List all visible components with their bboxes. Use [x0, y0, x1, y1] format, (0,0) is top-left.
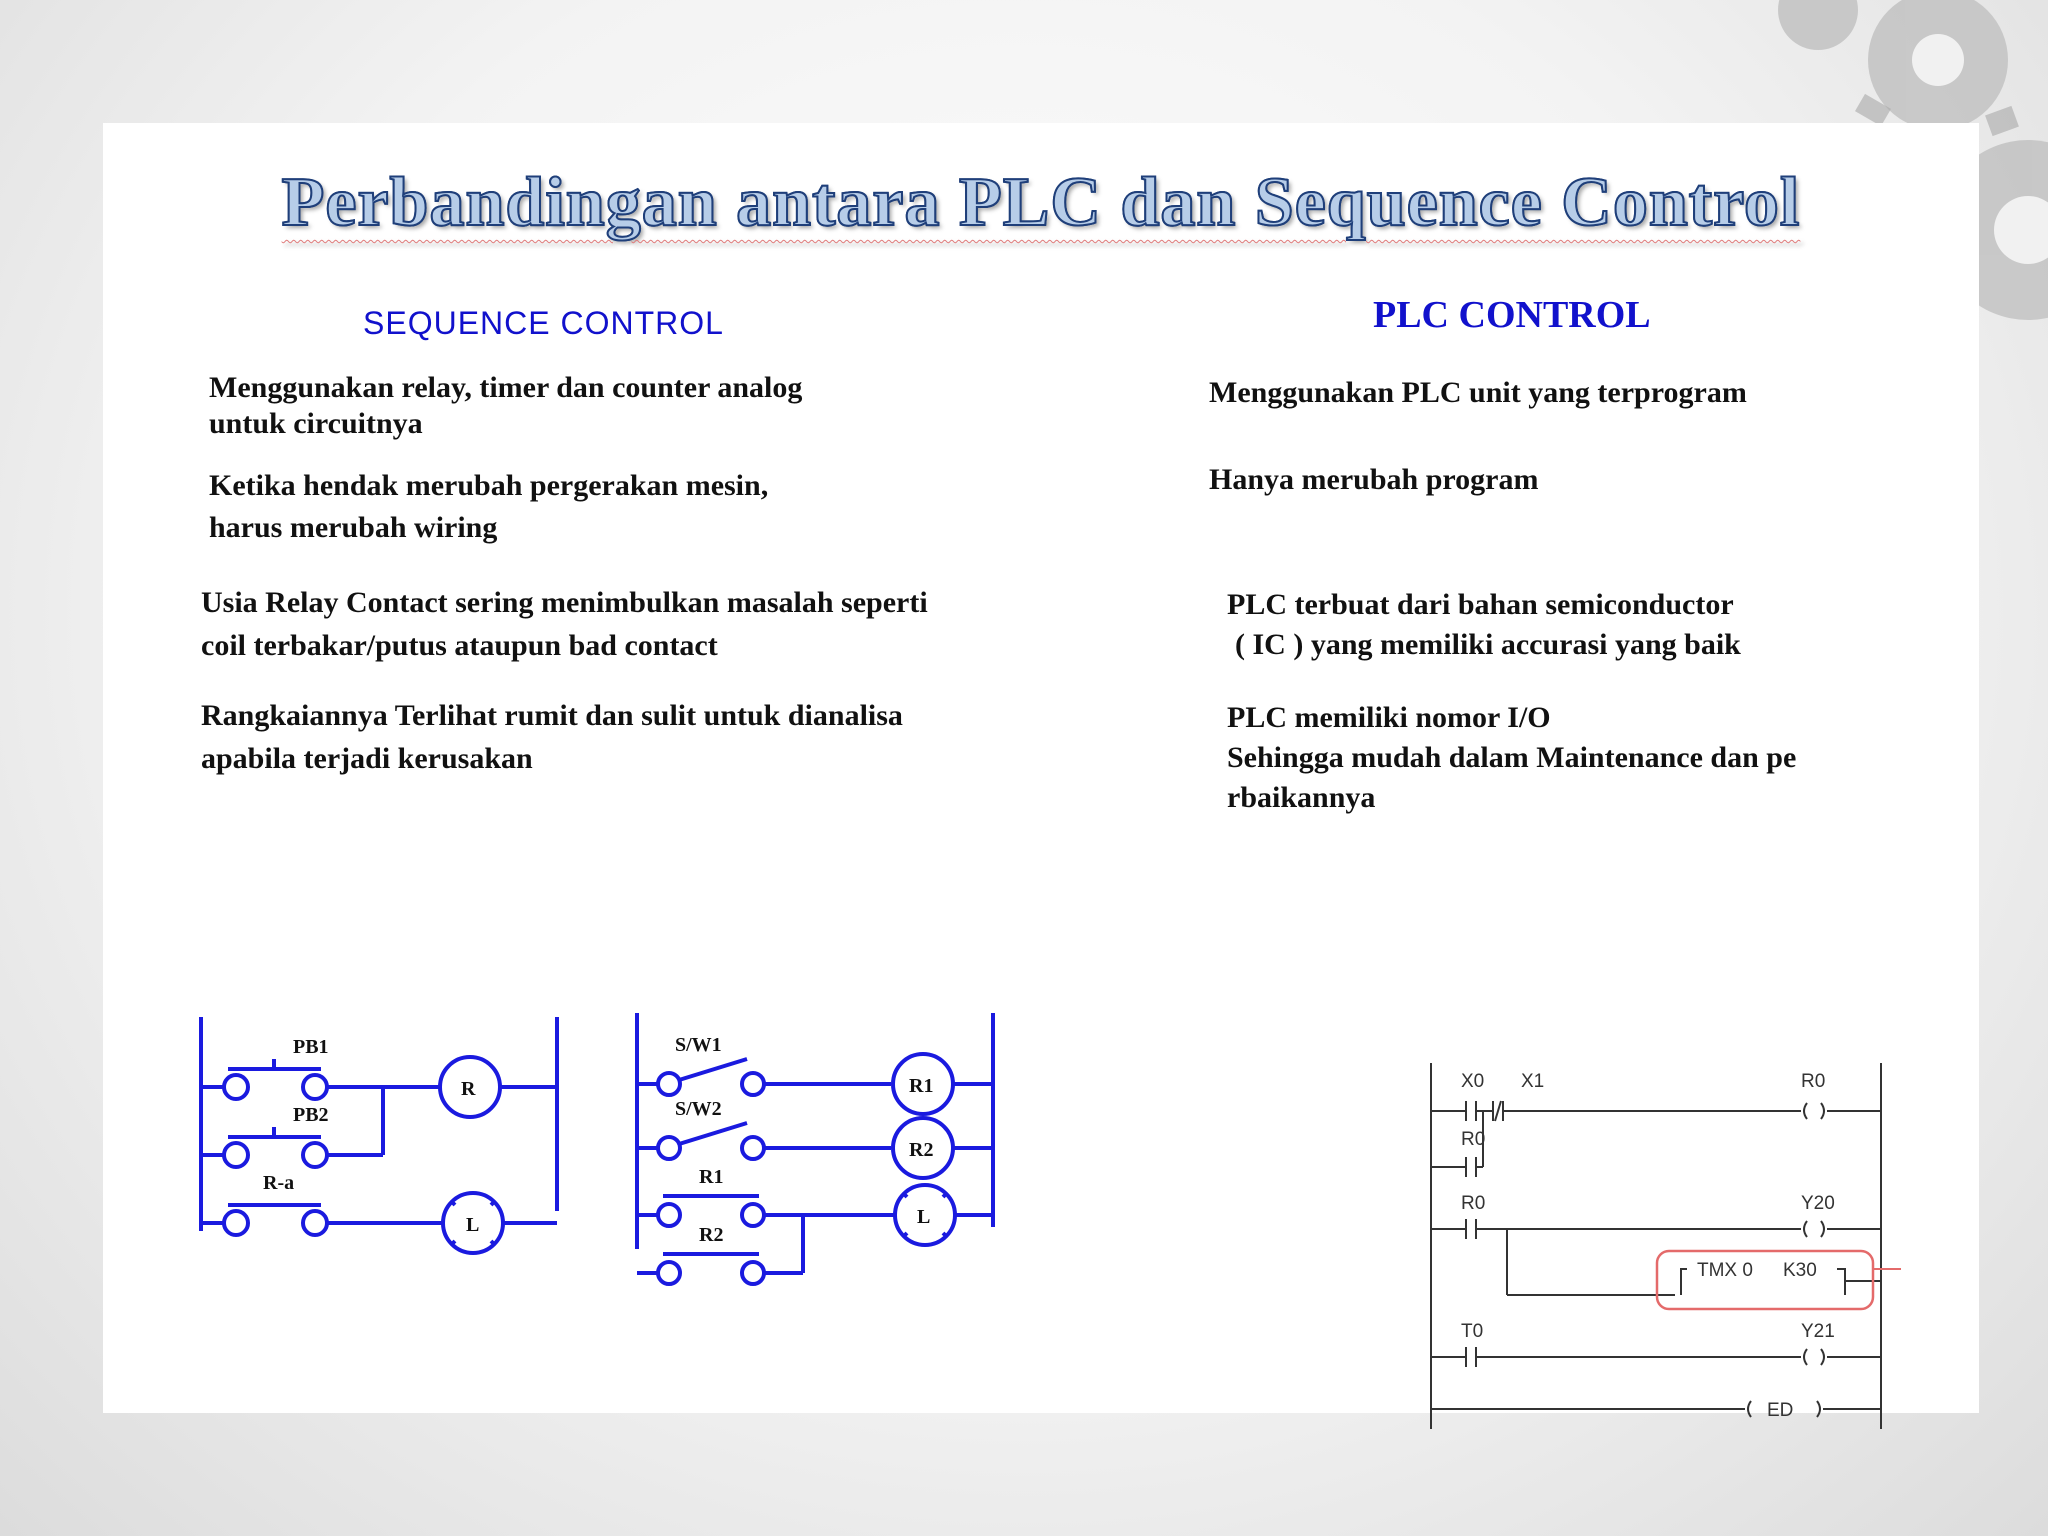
sequence-point-3-line-2: coil terbakar/putus ataupun bad contact	[201, 629, 718, 662]
label-sw2: S/W2	[675, 1098, 722, 1120]
ladder-label-r0-hold: R0	[1461, 1129, 1485, 1150]
label-lamp-l-2: L	[917, 1206, 930, 1228]
label-r2: R2	[699, 1224, 723, 1246]
slide-panel: Perbandingan antara PLC dan Sequence Con…	[103, 123, 1979, 1429]
label-pb2: PB2	[293, 1104, 329, 1126]
sequence-control-heading: SEQUENCE CONTROL	[363, 305, 724, 341]
plc-point-2-line-1: Hanya merubah program	[1209, 463, 1539, 496]
ladder-label-y21: Y21	[1801, 1321, 1835, 1342]
label-lamp-l: L	[466, 1214, 479, 1236]
ladder-label-ed: ED	[1767, 1400, 1793, 1421]
relay-diagram-1: PB1 PB2 R-a R L	[199, 1017, 559, 1255]
plc-point-3: PLC terbuat dari bahan semiconductor ( I…	[1227, 585, 1741, 665]
ladder-label-r0-out: R0	[1801, 1071, 1825, 1092]
ladder-label-k30: K30	[1783, 1260, 1817, 1281]
relay-diagram-2: S/W1 S/W2 R1 R2 R1 R2 L	[635, 1013, 995, 1286]
plc-point-2: Hanya merubah program	[1209, 460, 1538, 500]
plc-point-1-line-1: Menggunakan PLC unit yang terprogram	[1209, 376, 1747, 409]
ladder-diagram: X0 X1 R0 R0 R0 Y20 TMX 0 K30 T0 Y21 ED	[1430, 1063, 1901, 1429]
label-ra: R-a	[263, 1172, 294, 1194]
sequence-point-1-line-1: Menggunakan relay, timer dan counter ana…	[209, 371, 803, 404]
sequence-point-2-line-2: harus merubah wiring	[209, 511, 498, 544]
slide-title: Perbandingan antara PLC dan Sequence Con…	[281, 163, 1801, 242]
sequence-point-1: Menggunakan relay, timer dan counter ana…	[209, 370, 802, 442]
ladder-label-r0-in: R0	[1461, 1193, 1485, 1214]
ladder-label-y20: Y20	[1801, 1193, 1835, 1214]
label-pb1: PB1	[293, 1036, 329, 1058]
label-coil-r: R	[461, 1078, 476, 1100]
sequence-point-4-line-1: Rangkaiannya Terlihat rumit dan sulit un…	[201, 699, 903, 732]
plc-point-4: PLC memiliki nomor I/O Sehingga mudah da…	[1227, 698, 1796, 818]
sequence-point-3-line-1: Usia Relay Contact sering menimbulkan ma…	[201, 586, 928, 619]
ladder-label-x1: X1	[1521, 1071, 1544, 1092]
sequence-point-2: Ketika hendak merubah pergerakan mesin, …	[209, 465, 768, 549]
label-sw1: S/W1	[675, 1034, 722, 1056]
ladder-label-x0: X0	[1461, 1071, 1484, 1092]
sequence-point-2-line-1: Ketika hendak merubah pergerakan mesin,	[209, 469, 769, 502]
plc-point-3-line-2: ( IC ) yang memiliki accurasi yang baik	[1235, 628, 1741, 661]
plc-control-heading: PLC CONTROL	[1373, 294, 1651, 336]
label-coil-r2: R2	[909, 1139, 933, 1161]
sequence-point-1-line-2: untuk circuitnya	[209, 407, 423, 440]
ladder-label-t0: T0	[1461, 1321, 1483, 1342]
plc-point-4-line-3: rbaikannya	[1227, 781, 1376, 814]
plc-point-3-line-1: PLC terbuat dari bahan semiconductor	[1227, 588, 1734, 621]
timer-highlight	[1655, 1249, 1875, 1311]
sequence-point-4-line-2: apabila terjadi kerusakan	[201, 742, 533, 775]
plc-point-4-line-2: Sehingga mudah dalam Maintenance dan pe	[1227, 741, 1797, 774]
sequence-point-3: Usia Relay Contact sering menimbulkan ma…	[201, 581, 928, 667]
ladder-label-tmx: TMX 0	[1697, 1260, 1753, 1281]
sequence-point-4: Rangkaiannya Terlihat rumit dan sulit un…	[201, 694, 903, 780]
plc-point-4-line-1: PLC memiliki nomor I/O	[1227, 701, 1551, 734]
plc-point-1: Menggunakan PLC unit yang terprogram	[1209, 373, 1747, 413]
label-coil-r1: R1	[909, 1075, 933, 1097]
label-r1: R1	[699, 1166, 723, 1188]
